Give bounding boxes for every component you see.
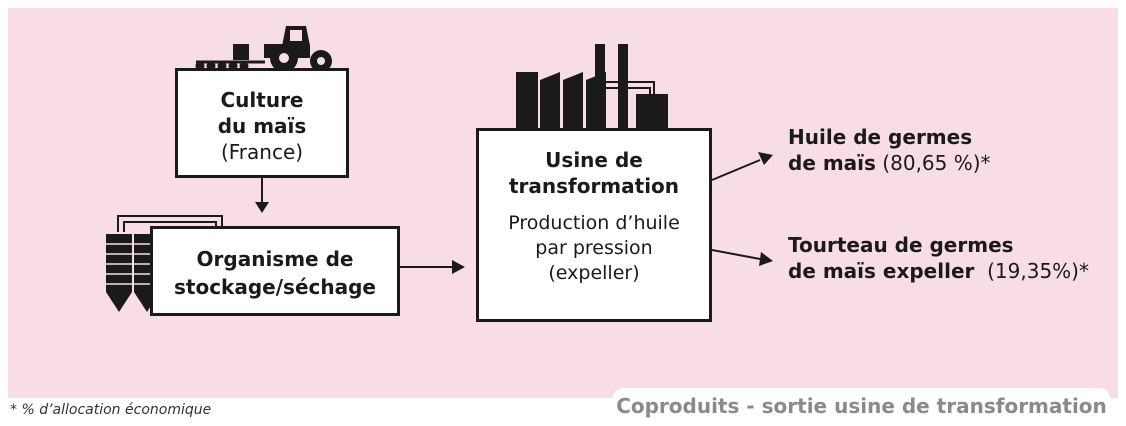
arrow-culture-to-organisme bbox=[255, 178, 269, 213]
tractor-icon bbox=[195, 26, 332, 72]
culture-title-line1: Culture bbox=[220, 88, 304, 112]
culture-subtitle: (France) bbox=[220, 140, 304, 164]
output-huile-allocation: (80,65 %)* bbox=[875, 151, 991, 175]
output-tourteau-line2: de maïs expeller (19,35%)* bbox=[788, 258, 1089, 284]
output-huile-product: de maïs bbox=[788, 151, 876, 175]
arrow-organisme-to-usine bbox=[400, 260, 465, 274]
output-tourteau: Tourteau de germes de maïs expeller (19,… bbox=[788, 232, 1089, 284]
usine-desc-line2: par pression bbox=[535, 237, 653, 259]
output-huile-line2: de maïs (80,65 %)* bbox=[788, 150, 991, 176]
usine-desc-line1: Production d’huile bbox=[508, 212, 680, 234]
usine-title-line2: transformation bbox=[508, 174, 680, 198]
output-tourteau-allocation: (19,35%)* bbox=[974, 259, 1089, 283]
organisme-title-line2: stockage/séchage bbox=[174, 275, 376, 299]
usine-title-line1: Usine de bbox=[545, 148, 643, 172]
footnote: * % d’allocation économique bbox=[10, 402, 212, 418]
arrow-usine-to-huile bbox=[711, 152, 773, 181]
footer-label: Coproduits - sortie usine de transformat… bbox=[613, 388, 1110, 424]
output-huile-line1: Huile de germes bbox=[788, 125, 973, 149]
usine-box: Usine de transformation Production d’hui… bbox=[476, 128, 712, 322]
arrow-usine-to-tourteau bbox=[711, 249, 773, 266]
output-tourteau-product: de maïs expeller bbox=[788, 259, 975, 283]
output-huile: Huile de germes de maïs (80,65 %)* bbox=[788, 124, 991, 176]
factory-icon bbox=[516, 44, 668, 128]
usine-description: Production d’huile par pression (expelle… bbox=[479, 211, 709, 286]
output-tourteau-line1: Tourteau de germes bbox=[788, 233, 1014, 257]
usine-desc-line3: (expeller) bbox=[548, 262, 640, 284]
culture-title-line2: du maïs bbox=[217, 114, 307, 138]
culture-box: Culture du maïs (France) bbox=[175, 68, 349, 178]
organisme-box: Organisme de stockage/séchage bbox=[150, 226, 400, 316]
organisme-title-line1: Organisme de bbox=[196, 247, 354, 271]
